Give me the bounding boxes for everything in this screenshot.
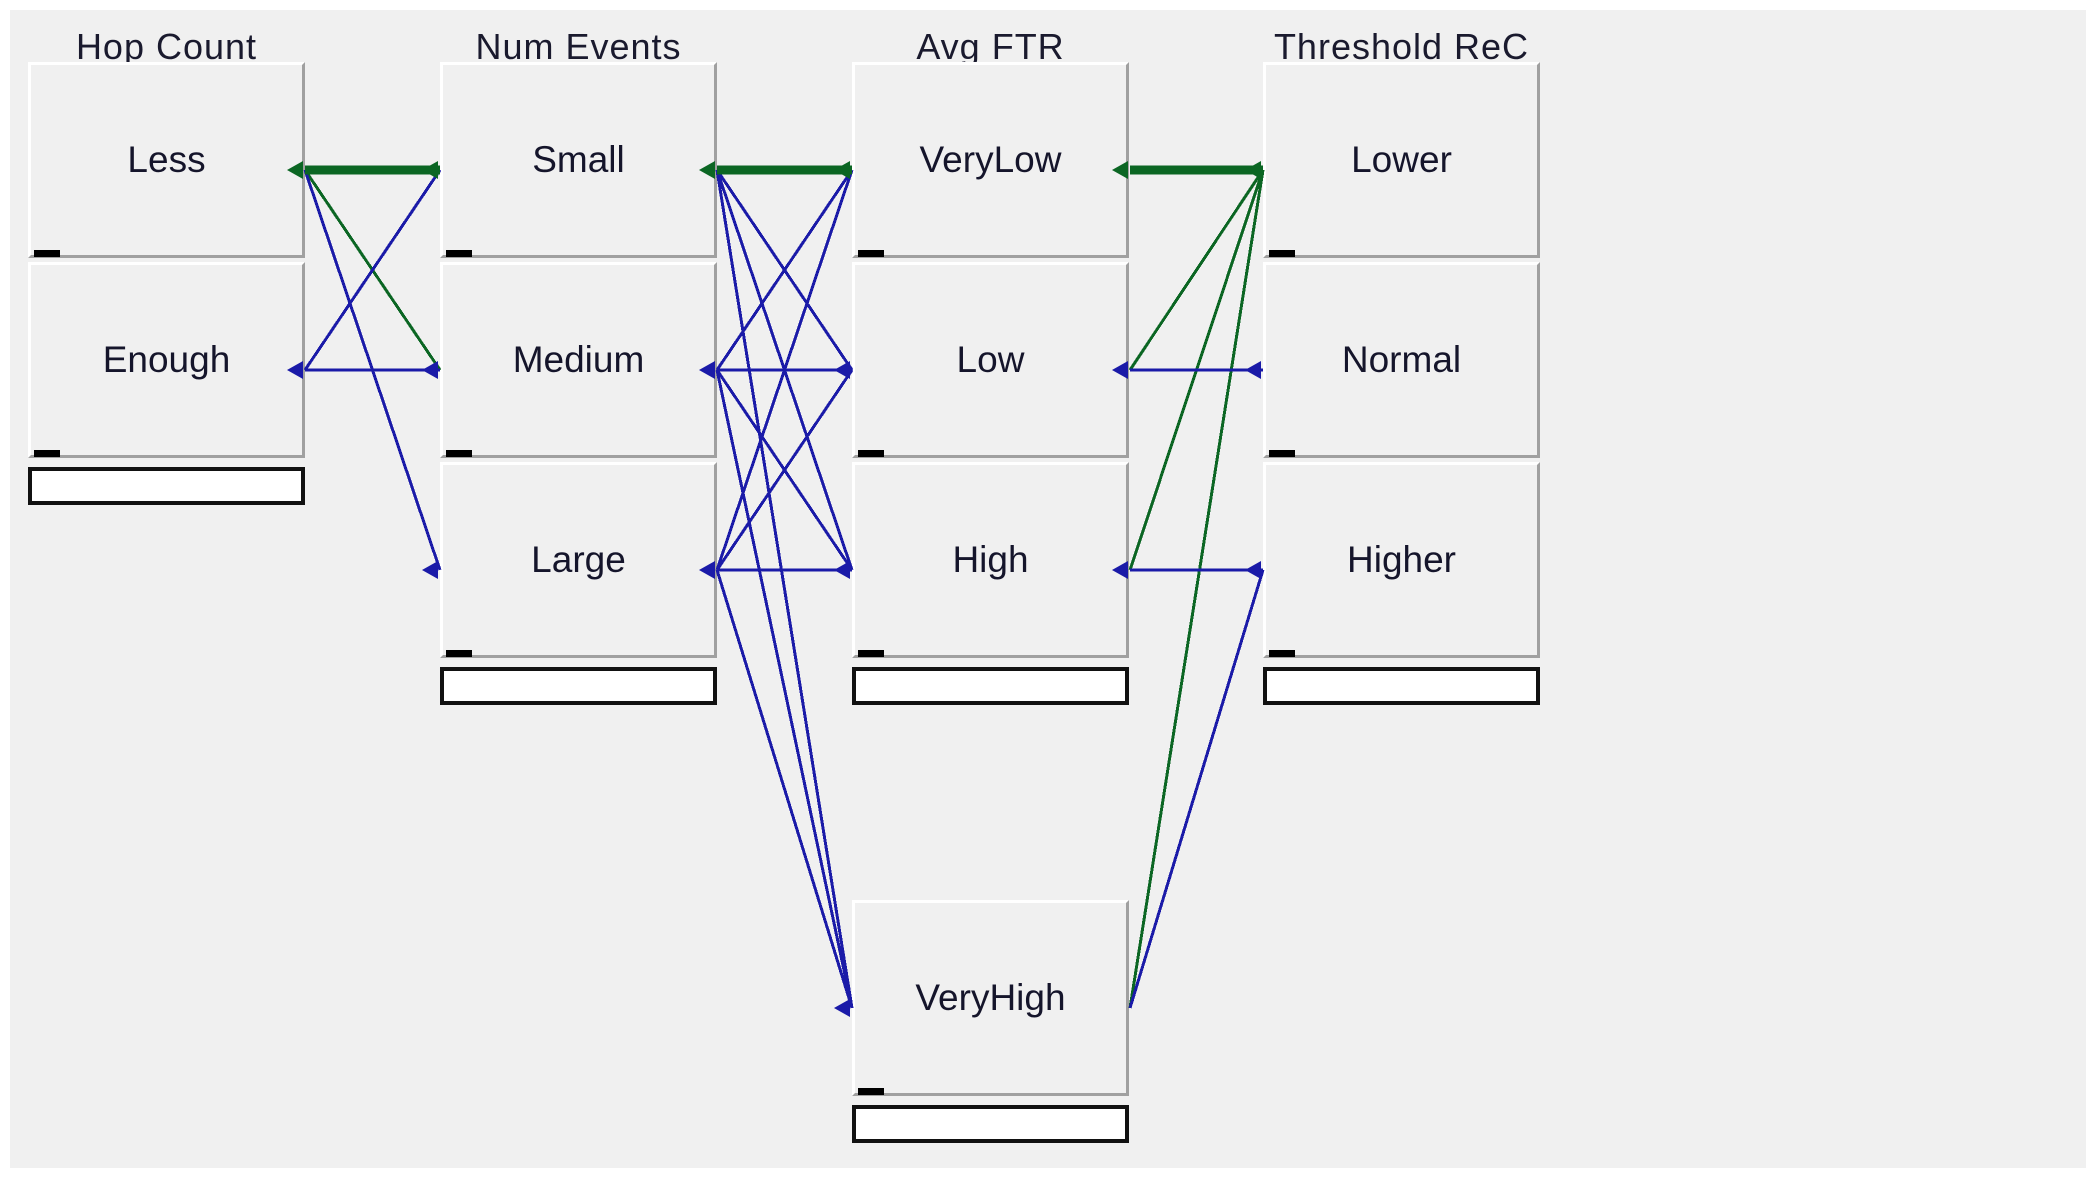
node-medium[interactable]: Medium	[440, 262, 717, 458]
field-veryhigh[interactable]	[852, 1105, 1129, 1143]
node-handle-tab[interactable]	[1269, 650, 1295, 657]
node-less[interactable]: Less	[28, 62, 305, 258]
field-enough[interactable]	[28, 467, 305, 505]
node-handle-tab[interactable]	[34, 450, 60, 457]
node-label: Lower	[1351, 139, 1452, 180]
node-handle-tab[interactable]	[858, 1088, 884, 1095]
node-label: Less	[127, 139, 206, 180]
node-label: Higher	[1347, 539, 1456, 580]
node-handle-tab[interactable]	[446, 450, 472, 457]
node-high[interactable]: High	[852, 462, 1129, 658]
node-verylow[interactable]: VeryLow	[852, 62, 1129, 258]
field-high[interactable]	[852, 667, 1129, 705]
node-large[interactable]: Large	[440, 462, 717, 658]
node-label: VeryHigh	[915, 977, 1066, 1018]
node-label: Medium	[512, 339, 645, 380]
node-label: Large	[531, 539, 626, 580]
node-handle-tab[interactable]	[446, 250, 472, 257]
node-handle-tab[interactable]	[1269, 250, 1295, 257]
column-title-num-events: Num Events	[475, 26, 682, 67]
node-handle-tab[interactable]	[858, 650, 884, 657]
node-handle-tab[interactable]	[858, 250, 884, 257]
column-title-hop-count: Hop Count	[75, 26, 258, 67]
column-title-avg-ftr: Avg FTR	[916, 26, 1065, 67]
node-normal[interactable]: Normal	[1263, 262, 1540, 458]
node-label: Small	[532, 139, 625, 180]
field-large[interactable]	[440, 667, 717, 705]
node-enough[interactable]: Enough	[28, 262, 305, 458]
node-handle-tab[interactable]	[858, 450, 884, 457]
node-handle-tab[interactable]	[1269, 450, 1295, 457]
node-veryhigh[interactable]: VeryHigh	[852, 900, 1129, 1096]
node-label: High	[952, 539, 1029, 580]
node-label: Enough	[102, 339, 231, 380]
node-small[interactable]: Small	[440, 62, 717, 258]
node-label: VeryLow	[919, 139, 1062, 180]
field-higher[interactable]	[1263, 667, 1540, 705]
node-higher[interactable]: Higher	[1263, 462, 1540, 658]
node-label: Low	[956, 339, 1025, 380]
node-handle-tab[interactable]	[446, 650, 472, 657]
node-low[interactable]: Low	[852, 262, 1129, 458]
column-title-threshold-rec: Threshold ReC	[1273, 26, 1530, 67]
node-handle-tab[interactable]	[34, 250, 60, 257]
node-label: Normal	[1341, 339, 1462, 380]
node-lower[interactable]: Lower	[1263, 62, 1540, 258]
